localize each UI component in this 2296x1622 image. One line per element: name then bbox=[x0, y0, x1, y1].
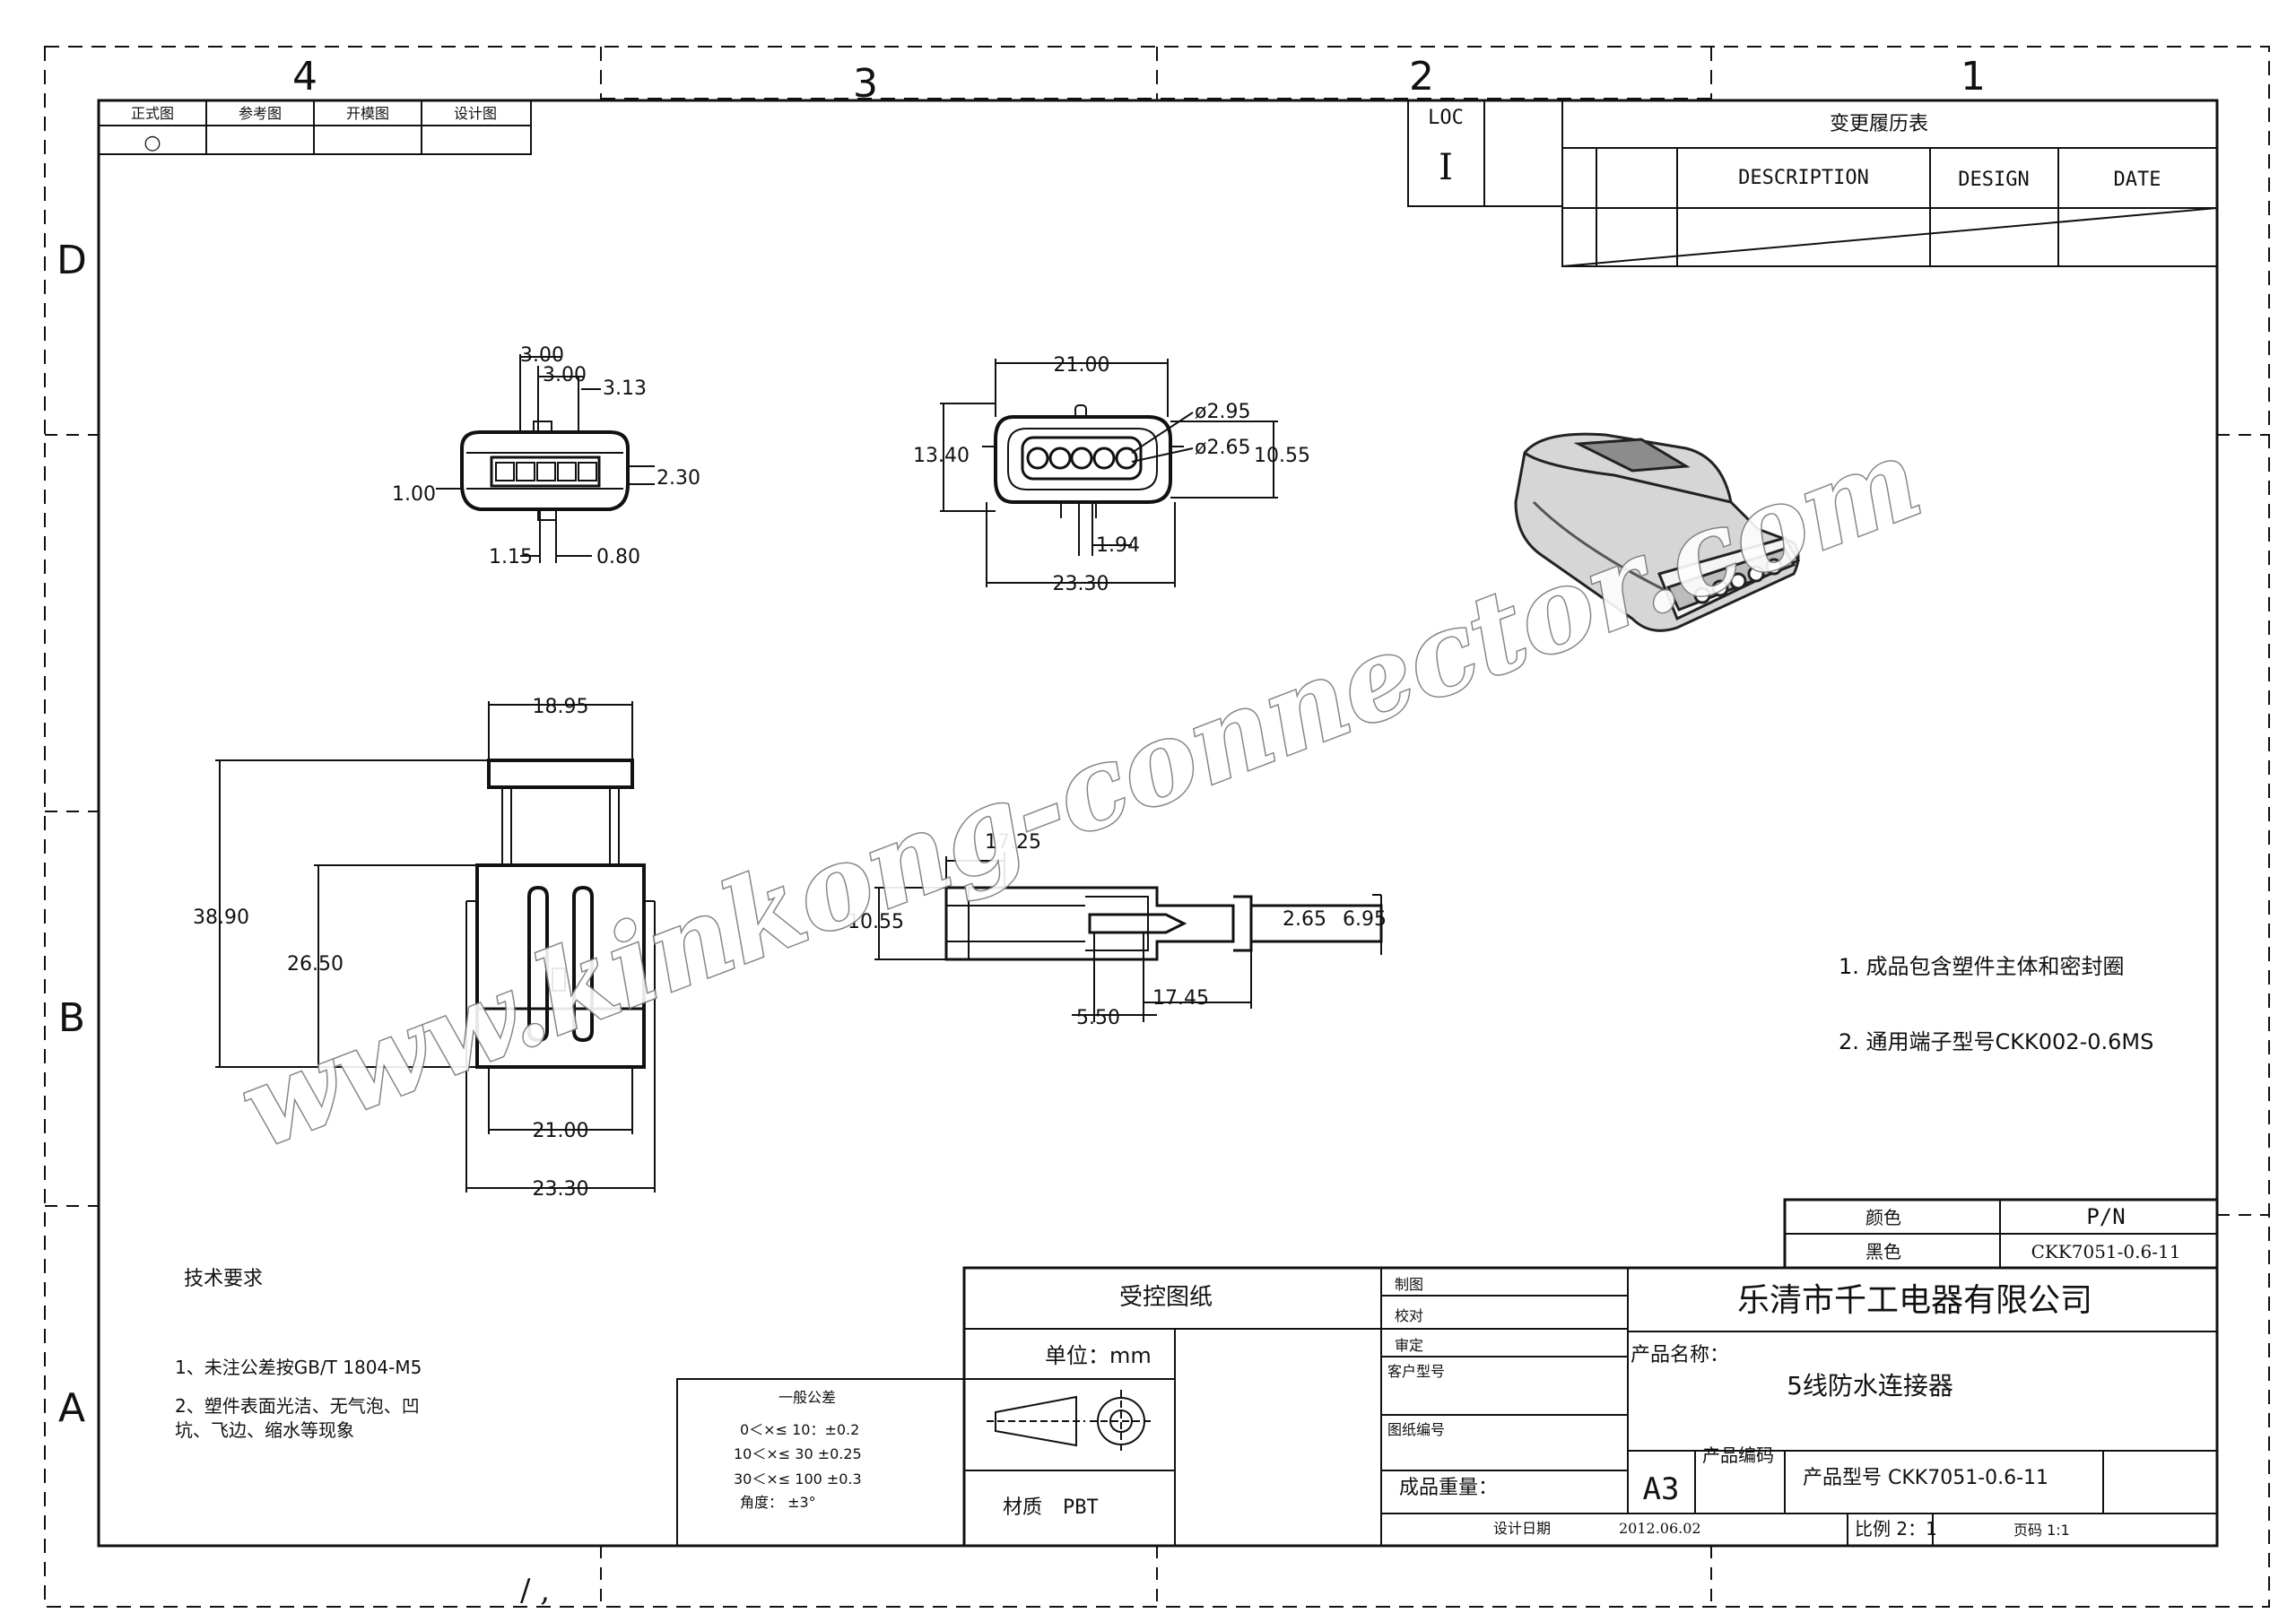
bottom-marks: / , bbox=[520, 1573, 550, 1609]
dim-front-small-5: 2.30 bbox=[657, 467, 700, 490]
dim-front-small-3: 3.13 bbox=[603, 377, 647, 400]
product-name-label: 产品名称： bbox=[1631, 1344, 1729, 1366]
dim-section-small-diameter: 2.65 bbox=[1283, 908, 1326, 931]
tech-item-3: 坑、飞边、缩水等现象 bbox=[175, 1419, 354, 1441]
status-mark-circle: ○ bbox=[144, 132, 161, 154]
tolerance-title: 一般公差 bbox=[778, 1389, 836, 1406]
dim-side-outer-width: 23.30 bbox=[533, 1178, 589, 1201]
drawing-status-table bbox=[98, 100, 532, 155]
section-view bbox=[874, 852, 1383, 1022]
dim-side-top-width: 18.95 bbox=[533, 696, 589, 718]
dim-front-large-diameter-b: ø2.65 bbox=[1195, 437, 1250, 459]
dim-front-large-height-left: 13.40 bbox=[913, 445, 970, 467]
revision-loc-value: I bbox=[1439, 147, 1453, 188]
label-approved-by: 审定 bbox=[1395, 1337, 1423, 1354]
status-cell-reference: 参考图 bbox=[239, 105, 282, 122]
label-customer-model: 客户型号 bbox=[1387, 1363, 1445, 1380]
dim-section-big-diameter: 6.95 bbox=[1343, 908, 1387, 931]
material-value: PBT bbox=[1063, 1496, 1099, 1519]
product-code-label: 产品编码 bbox=[1702, 1444, 1774, 1466]
revision-loc-label: LOC bbox=[1428, 107, 1464, 129]
product-model: 产品型号 CKK7051-0.6-11 bbox=[1803, 1467, 2048, 1489]
dim-section-width-b: 17.45 bbox=[1152, 987, 1209, 1010]
status-cell-design: 设计图 bbox=[454, 105, 497, 122]
note-2: 2. 通用端子型号CKK002-0.6MS bbox=[1839, 1029, 2153, 1054]
dim-front-large-width-bottom: 23.30 bbox=[1053, 573, 1109, 595]
dim-front-small-1: 3.00 bbox=[520, 344, 564, 367]
scale-value: 比例 2：1 bbox=[1855, 1518, 1937, 1540]
finished-weight-label: 成品重量： bbox=[1399, 1477, 1498, 1499]
label-drawn-by: 制图 bbox=[1395, 1276, 1423, 1293]
zone-label-4: 4 bbox=[292, 54, 317, 100]
pn-number-value: CKK7051-0.6-11 bbox=[2031, 1241, 2181, 1262]
zone-label-3: 3 bbox=[853, 61, 878, 107]
dim-side-body-height: 26.50 bbox=[287, 953, 344, 976]
tolerance-row-4: 角度： ±3° bbox=[740, 1494, 816, 1511]
dim-front-small-2: 3.00 bbox=[543, 364, 587, 386]
page-value: 页码 1:1 bbox=[2013, 1522, 2070, 1539]
tolerance-row-3: 30＜×≤ 100 ±0.3 bbox=[734, 1470, 862, 1488]
front-view-large bbox=[940, 359, 1278, 587]
pn-header-color: 颜色 bbox=[1866, 1207, 1901, 1228]
revision-header-date: DATE bbox=[2114, 169, 2161, 191]
tech-item-2: 2、塑件表面光洁、无气泡、凹 bbox=[175, 1395, 420, 1417]
pn-color-value: 黑色 bbox=[1866, 1241, 1901, 1262]
label-checked-by: 校对 bbox=[1395, 1307, 1423, 1324]
pn-header-pn: P/N bbox=[2086, 1204, 2125, 1229]
product-name-value: 5线防水连接器 bbox=[1787, 1371, 1953, 1401]
unit-label: 单位：mm bbox=[1045, 1343, 1152, 1368]
watermark: www.kinkong-connector.com bbox=[224, 413, 1937, 1175]
sheet-size: A3 bbox=[1643, 1471, 1680, 1507]
design-date-value: 2012.06.02 bbox=[1619, 1520, 1701, 1537]
tech-title: 技术要求 bbox=[184, 1268, 263, 1290]
company-name: 乐清市千工电器有限公司 bbox=[1737, 1282, 2092, 1319]
side-view bbox=[215, 701, 656, 1193]
label-drawing-number: 图纸编号 bbox=[1387, 1421, 1445, 1438]
dim-front-small-7: 0.80 bbox=[596, 546, 640, 568]
projection-symbol bbox=[987, 1390, 1152, 1453]
dim-front-large-diameter-a: ø2.95 bbox=[1195, 401, 1250, 423]
title-block bbox=[962, 1266, 2219, 1548]
dim-side-total-height: 38.90 bbox=[193, 906, 249, 929]
zone-label-D: D bbox=[57, 238, 87, 283]
dim-front-small-4: 1.00 bbox=[392, 483, 436, 506]
front-view-small bbox=[436, 354, 655, 563]
dim-front-large-height-right: 10.55 bbox=[1254, 445, 1310, 467]
dim-front-small-6: 1.15 bbox=[489, 546, 533, 568]
revision-title: 变更履历表 bbox=[1830, 113, 1928, 135]
tolerance-row-1: 0＜×≤ 10：±0.2 bbox=[740, 1421, 859, 1438]
dim-section-height-left: 10.55 bbox=[848, 911, 904, 933]
revision-header-design: DESIGN bbox=[1958, 169, 2029, 191]
dim-section-width-a: 5.50 bbox=[1076, 1007, 1120, 1029]
status-cell-formal: 正式图 bbox=[131, 105, 174, 122]
status-cell-mold: 开模图 bbox=[346, 105, 389, 122]
zone-label-A: A bbox=[58, 1385, 85, 1431]
material-label: 材质 bbox=[1003, 1496, 1042, 1519]
zone-label-B: B bbox=[58, 995, 85, 1041]
connector-3d-view bbox=[1514, 432, 1801, 632]
design-date-label: 设计日期 bbox=[1493, 1520, 1551, 1537]
dim-side-inner-width: 21.00 bbox=[533, 1120, 589, 1142]
revision-header-description: DESCRIPTION bbox=[1738, 167, 1869, 189]
zone-label-2: 2 bbox=[1409, 54, 1434, 100]
tech-item-1: 1、未注公差按GB/T 1804-M5 bbox=[175, 1357, 422, 1378]
tolerance-row-2: 10＜×≤ 30 ±0.25 bbox=[734, 1445, 862, 1462]
controlled-drawing-label: 受控图纸 bbox=[1119, 1284, 1213, 1311]
dim-front-large-pin-width: 1.94 bbox=[1096, 534, 1140, 557]
note-1: 1. 成品包含塑件主体和密封圈 bbox=[1839, 954, 2125, 979]
dim-section-top-width: 17.25 bbox=[985, 831, 1041, 854]
dim-front-large-width-top: 21.00 bbox=[1054, 354, 1110, 377]
revision-table bbox=[1407, 100, 2218, 267]
zone-label-1: 1 bbox=[1961, 54, 1986, 100]
